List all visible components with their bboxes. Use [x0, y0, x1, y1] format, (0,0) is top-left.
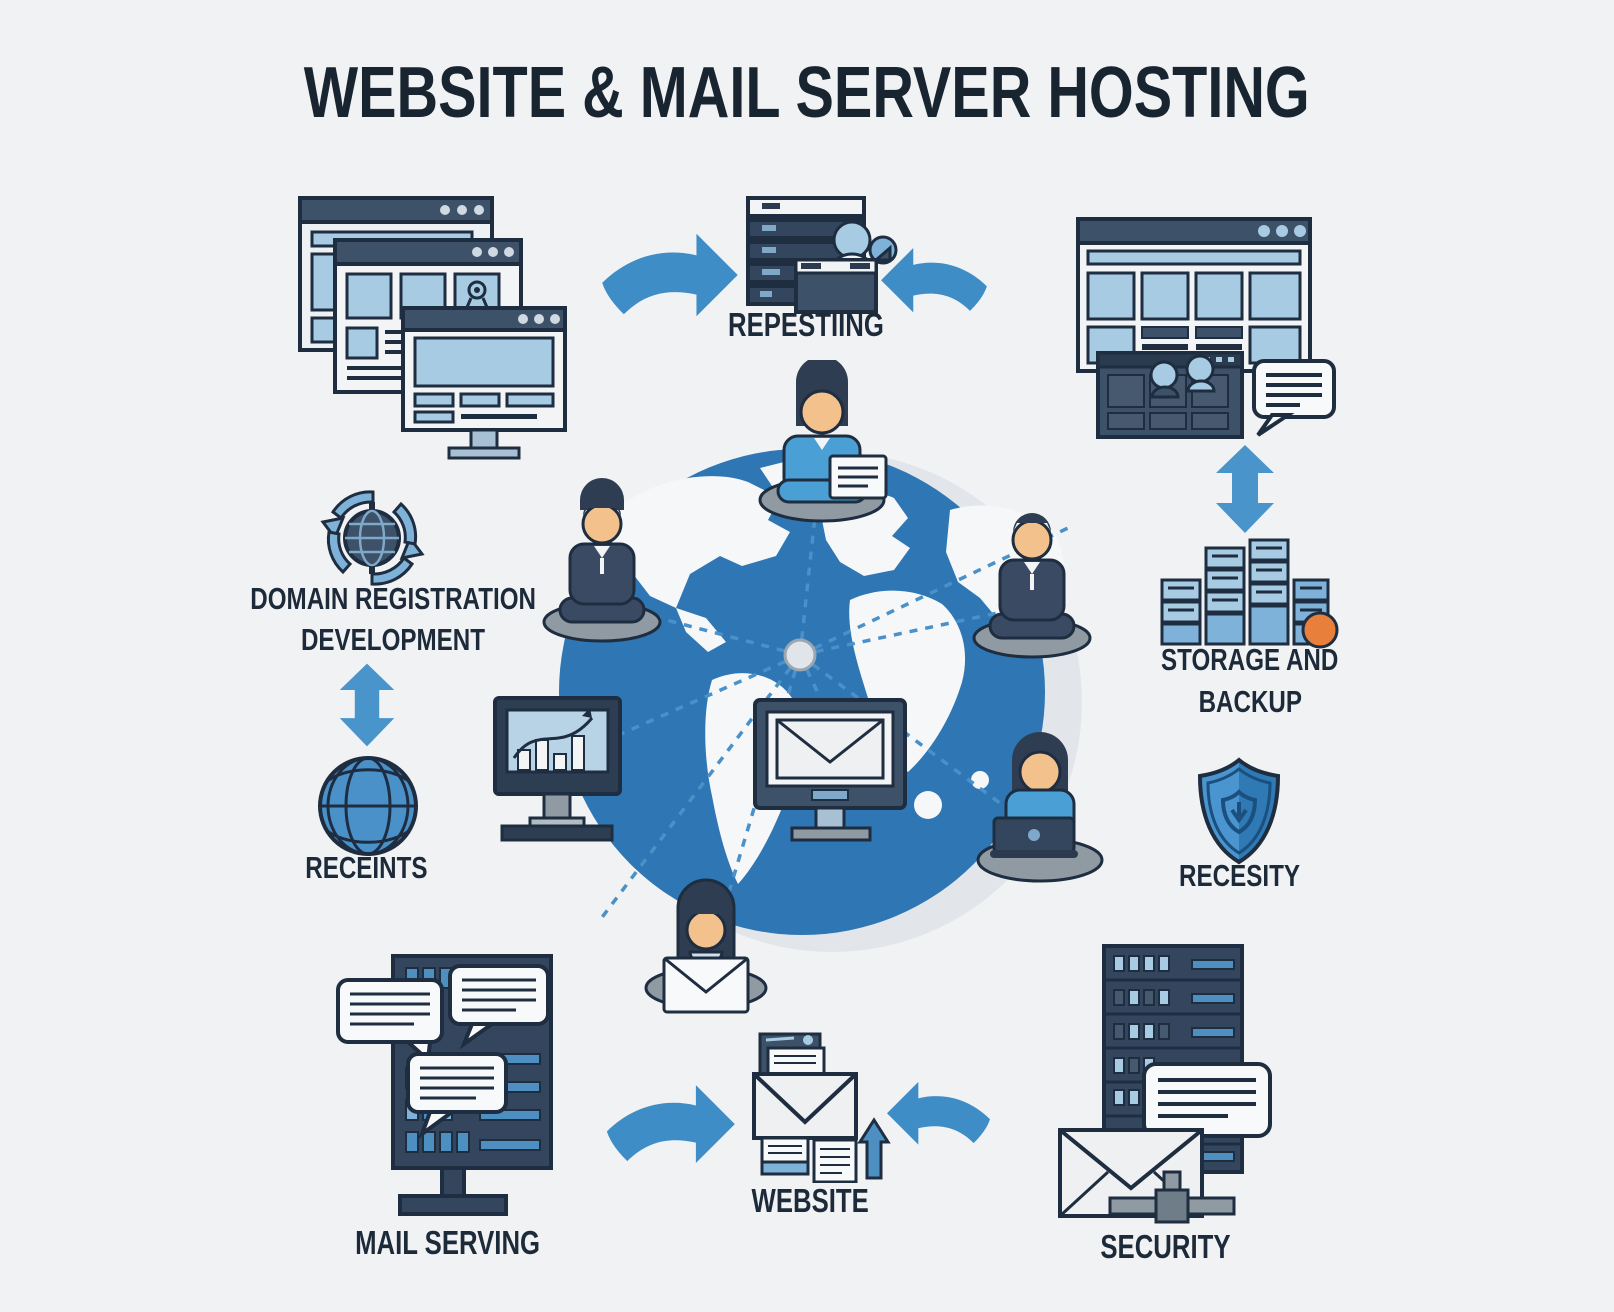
label-domain-line2: DEVELOPMENT — [300, 622, 486, 657]
mail-box-icon — [794, 244, 892, 314]
shield-inner-glyph — [1220, 789, 1258, 835]
arrow-left-curved — [881, 248, 987, 313]
network-hub-dot — [783, 638, 817, 672]
browser-monitor-front — [401, 306, 567, 460]
label-domain-line1: DOMAIN REGISTRATION — [250, 581, 536, 616]
person-top-woman — [758, 360, 888, 523]
browser-windows-icon — [298, 196, 567, 460]
browser-window-small-dark — [1096, 351, 1244, 439]
label-website: WEBSITE — [751, 1182, 869, 1219]
backup-dot-icon — [1301, 611, 1339, 649]
analytics-monitor-icon — [493, 696, 622, 842]
speech-bubble-2 — [336, 978, 444, 1065]
upload-arrow-icon — [857, 1117, 891, 1180]
label-shield: RECESITY — [1179, 858, 1301, 893]
speech-bubble-3 — [406, 1052, 508, 1140]
label-mail-serving: MAIL SERVING — [355, 1224, 541, 1261]
document-right — [812, 1138, 858, 1183]
shield-icon — [1197, 757, 1281, 865]
browser-window-middle — [333, 238, 523, 394]
double-arrow-vertical-right — [1216, 445, 1274, 533]
mail-server-tower-icon — [336, 954, 553, 1216]
storage-column-2 — [1204, 546, 1246, 646]
person-right-man — [972, 513, 1092, 659]
page-title: WEBSITE & MAIL SERVER HOSTING — [304, 53, 1310, 133]
wireframe-globe-icon — [318, 756, 418, 856]
mini-browser-icon — [758, 1032, 826, 1078]
label-storage-line1: STORAGE AND — [1161, 642, 1339, 677]
label-domains: RECEINTS — [304, 850, 428, 885]
label-security: SECURITY — [1099, 1228, 1231, 1265]
browser-window-large — [1076, 217, 1312, 373]
storage-column-1 — [1160, 578, 1202, 646]
website-builder-icon — [1076, 217, 1336, 439]
speech-bubble-icon — [1252, 359, 1336, 437]
storage-column-3 — [1248, 538, 1290, 646]
security-server-rack-icon — [1058, 944, 1272, 1224]
label-storage-line2: BACKUP — [1198, 684, 1302, 719]
mail-monitor-icon — [753, 698, 907, 842]
sync-arrows — [320, 490, 425, 586]
arrow-left-curved-bottom — [886, 1081, 991, 1145]
document-left — [760, 1136, 810, 1176]
storage-stacks-icon — [1160, 538, 1339, 649]
person-laptop-woman — [976, 732, 1104, 883]
server-with-user-icon — [746, 196, 898, 314]
arrow-right-curved — [602, 233, 738, 317]
dark-globe — [343, 502, 401, 574]
double-arrow-vertical-left — [339, 663, 395, 747]
envelope-icon — [752, 1072, 858, 1140]
network-stand — [1108, 1170, 1236, 1224]
person-envelope-woman — [644, 878, 768, 1014]
arrow-right-curved-bottom — [606, 1085, 735, 1164]
label-hosting: REPESTIING — [728, 306, 884, 343]
global-network-globe-icon — [493, 360, 1104, 1014]
speech-bubble-1 — [448, 964, 550, 1050]
person-left-man — [542, 478, 662, 643]
domain-sync-globe-icon — [320, 490, 425, 586]
user-avatar-icons — [1149, 354, 1216, 399]
mail-website-icon — [752, 1032, 891, 1183]
